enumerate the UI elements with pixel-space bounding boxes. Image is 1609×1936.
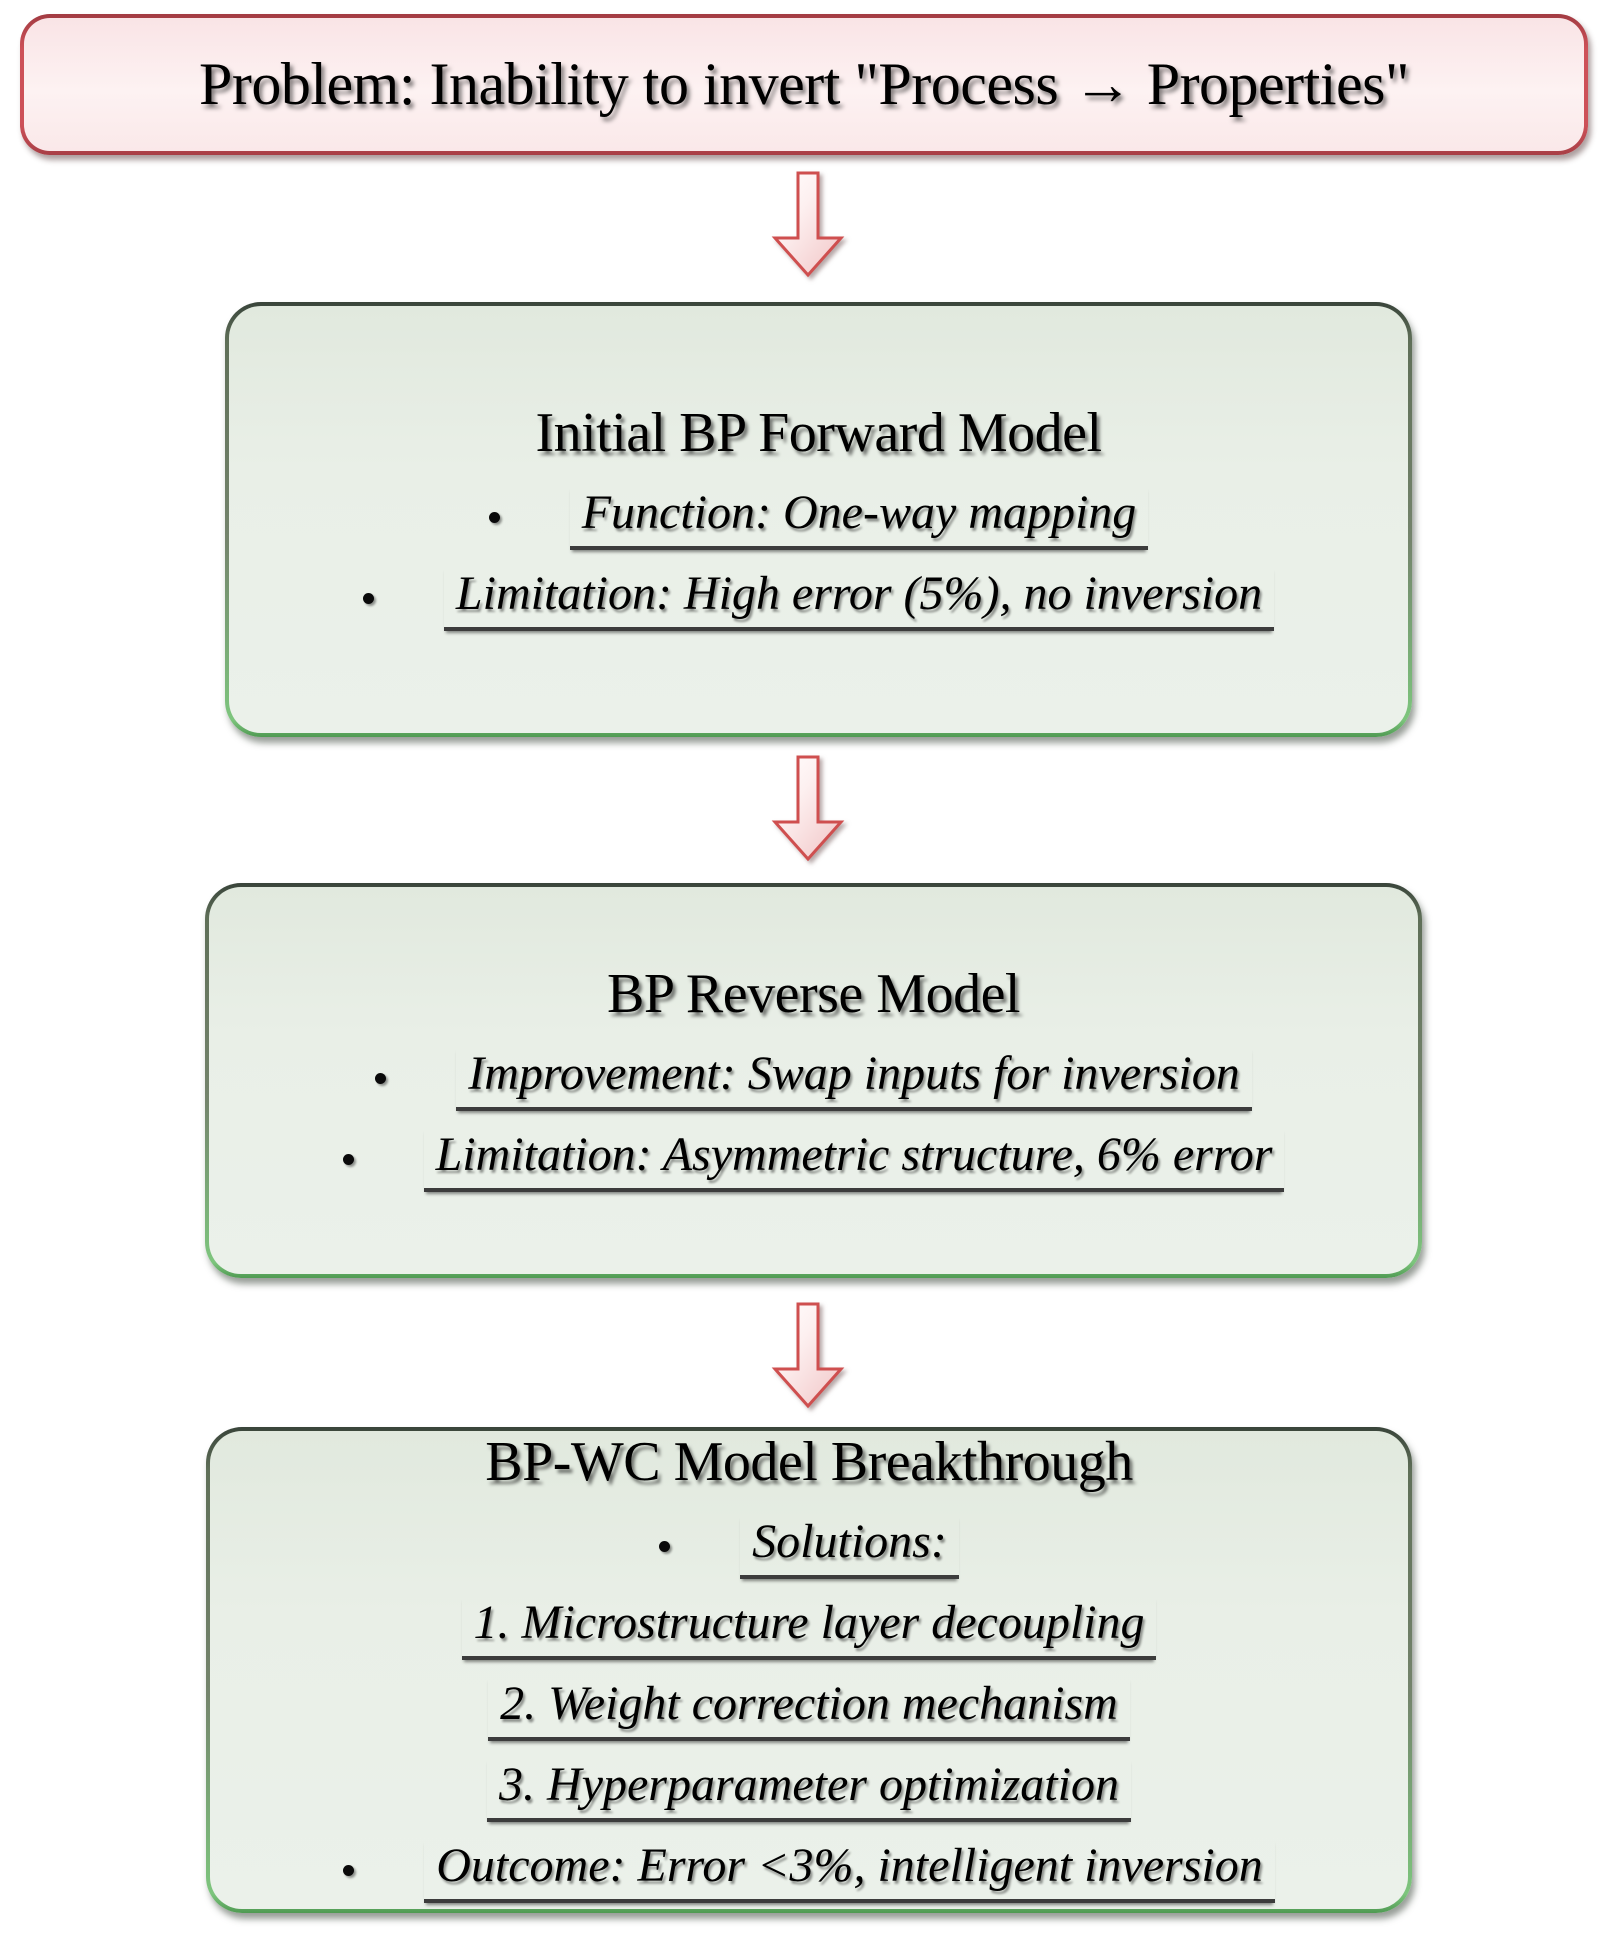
bullet-icon	[488, 511, 500, 523]
list-item: 1. Microstructure layer decoupling	[461, 1595, 1157, 1660]
stage-box-initial-bp-forward-model: Initial BP Forward Model Function: One-w…	[225, 302, 1412, 737]
stage-box-body: BP Reverse Model Improvement: Swap input…	[209, 887, 1418, 1274]
stage-box-bp-reverse-model: BP Reverse Model Improvement: Swap input…	[205, 883, 1422, 1278]
list-item-text: Limitation: Asymmetric structure, 6% err…	[423, 1127, 1285, 1192]
list-item-text: 3. Hyperparameter optimization	[487, 1757, 1131, 1822]
stage-box-bp-wc-model-breakthrough: BP-WC Model Breakthrough Solutions: 1. M…	[206, 1427, 1412, 1913]
stage-box-body: Initial BP Forward Model Function: One-w…	[229, 306, 1408, 733]
list-item-text: Improvement: Swap inputs for inversion	[456, 1046, 1252, 1111]
list-item: Outcome: Error <3%, intelligent inversio…	[343, 1838, 1275, 1903]
list-item-text: Function: One-way mapping	[569, 485, 1149, 550]
bullet-icon	[362, 592, 374, 604]
list-item-text: Limitation: High error (5%), no inversio…	[443, 566, 1275, 631]
bullet-icon	[659, 1540, 671, 1552]
list-item: Function: One-way mapping	[488, 485, 1149, 550]
stage-title: Initial BP Forward Model	[535, 401, 1102, 464]
down-arrow-icon	[771, 1302, 845, 1409]
problem-box: Problem: Inability to invert "Process → …	[20, 14, 1588, 155]
list-item: Solutions:	[659, 1514, 959, 1579]
problem-box-body: Problem: Inability to invert "Process → …	[24, 18, 1584, 151]
list-item-text: 2. Weight correction mechanism	[488, 1676, 1130, 1741]
down-arrow-icon	[771, 755, 845, 862]
list-item: 2. Weight correction mechanism	[488, 1676, 1130, 1741]
bullet-icon	[342, 1153, 354, 1165]
list-item: Limitation: Asymmetric structure, 6% err…	[342, 1127, 1285, 1192]
stage-box-body: BP-WC Model Breakthrough Solutions: 1. M…	[210, 1431, 1408, 1909]
list-item-text: 1. Microstructure layer decoupling	[461, 1595, 1157, 1660]
list-item: 3. Hyperparameter optimization	[487, 1757, 1131, 1822]
list-item-text: Solutions:	[740, 1514, 959, 1579]
list-item: Limitation: High error (5%), no inversio…	[362, 566, 1275, 631]
stage-title: BP-WC Model Breakthrough	[485, 1430, 1133, 1493]
bullet-icon	[375, 1072, 387, 1084]
stage-title: BP Reverse Model	[607, 962, 1020, 1025]
problem-text: Problem: Inability to invert "Process → …	[199, 51, 1409, 117]
bullet-icon	[343, 1864, 355, 1876]
list-item: Improvement: Swap inputs for inversion	[375, 1046, 1252, 1111]
down-arrow-icon	[771, 171, 845, 278]
list-item-text: Outcome: Error <3%, intelligent inversio…	[424, 1838, 1275, 1903]
